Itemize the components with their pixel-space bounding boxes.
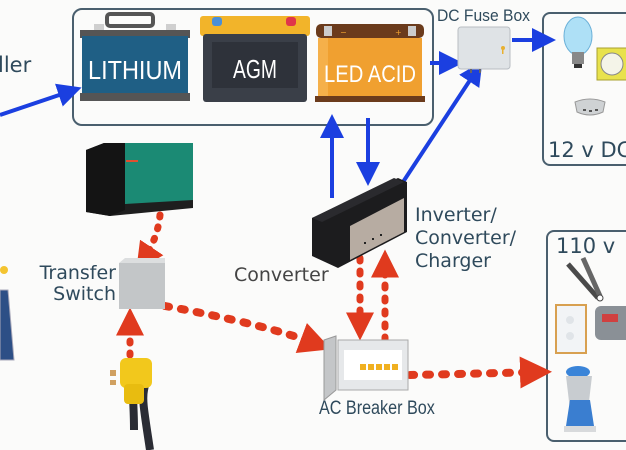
svg-text:−: − bbox=[340, 28, 347, 37]
solar-panel-icon bbox=[0, 266, 15, 361]
inverter-label-line3: Charger bbox=[415, 250, 491, 272]
ac-wire-breaker-to-loads bbox=[406, 356, 552, 389]
ac-loads-group bbox=[546, 230, 626, 442]
dc-group-label: 12 v DC bbox=[548, 138, 626, 162]
dc-wire-controller-to-lithium bbox=[0, 83, 82, 117]
hair-straightener-icon bbox=[566, 256, 604, 302]
ac-breaker-box-icon bbox=[323, 335, 409, 402]
battery-label-lead-acid: LED ACID bbox=[324, 61, 416, 88]
charge-controller-label: ller bbox=[0, 53, 32, 77]
dc-wires bbox=[0, 28, 556, 198]
transfer-switch-label-line2: Switch bbox=[53, 283, 116, 305]
dc-wire-converter-to-fusebox bbox=[401, 61, 483, 184]
ac-breaker-box-label: AC Breaker Box bbox=[319, 398, 435, 419]
shore-power-plug-icon bbox=[110, 358, 154, 450]
battery-lithium: LITHIUM bbox=[80, 12, 190, 101]
dc-fuse-box-label: DC Fuse Box bbox=[437, 6, 531, 25]
transfer-switch-label: Transfer Switch bbox=[22, 263, 116, 305]
smoke-detector-icon bbox=[574, 98, 606, 116]
dc-fuse-box bbox=[457, 26, 511, 73]
battery-label-lithium: LITHIUM bbox=[88, 55, 182, 85]
dc-loads-group bbox=[542, 12, 626, 166]
vent-fan-icon bbox=[596, 47, 626, 81]
battery-bank-group bbox=[72, 8, 434, 126]
battery-agm: AGM bbox=[200, 16, 310, 102]
transfer-switch-icon bbox=[119, 258, 165, 309]
generator-icon bbox=[86, 143, 193, 216]
ac-wire-generator-to-transfer bbox=[136, 211, 164, 271]
battery-label-agm: AGM bbox=[233, 54, 277, 84]
inverter-label-line2: Converter/ bbox=[415, 227, 517, 249]
inverter-converter-charger-label: Inverter/ Converter/ Charger bbox=[415, 204, 516, 273]
inverter-converter-charger-icon bbox=[312, 178, 407, 268]
coffee-maker-icon bbox=[564, 366, 596, 432]
inverter-label-line1: Inverter/ bbox=[415, 204, 497, 226]
ac-group-label: 110 v bbox=[556, 234, 616, 258]
wall-outlet-icon bbox=[555, 304, 587, 354]
ac-wire-transfer-to-breaker bbox=[161, 302, 332, 353]
converter-label: Converter bbox=[234, 264, 329, 286]
rice-cooker-icon bbox=[595, 306, 626, 340]
svg-text:+: + bbox=[395, 28, 402, 37]
light-bulb-icon bbox=[563, 16, 593, 68]
transfer-switch-label-line1: Transfer bbox=[39, 262, 116, 284]
battery-lead-acid: − + LED ACID bbox=[315, 24, 425, 102]
